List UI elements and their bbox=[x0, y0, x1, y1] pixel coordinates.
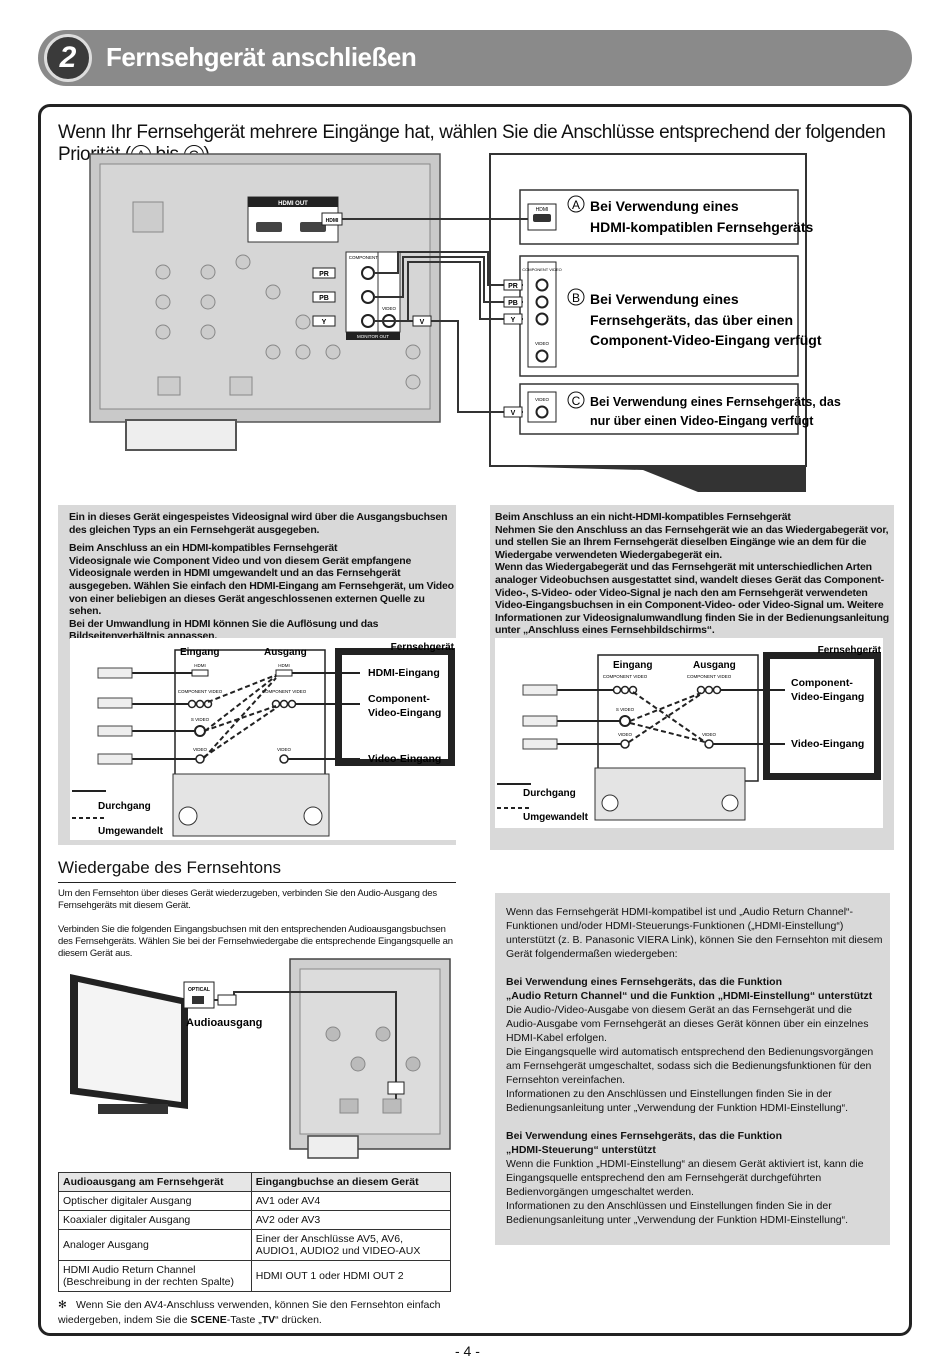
svg-text:S VIDEO: S VIDEO bbox=[191, 717, 210, 722]
tv-back: HDMI COMPONENT VIDEO VIDEO VIDEO A Bei V… bbox=[489, 153, 841, 492]
svg-text:COMPONENT VIDEO: COMPONENT VIDEO bbox=[522, 267, 562, 272]
content-frame bbox=[38, 104, 912, 1336]
hdmi-audio-info-box: Wenn das Fernsehgerät HDMI-kompatibel is… bbox=[495, 893, 890, 1245]
svg-text:Component-: Component- bbox=[791, 677, 853, 689]
svg-text:Audioausgang: Audioausgang bbox=[186, 1017, 262, 1029]
svg-text:C: C bbox=[572, 394, 581, 408]
svg-text:Video-Eingang: Video-Eingang bbox=[791, 691, 864, 703]
svg-text:HDMI-kompatiblen Fernsehgeräts: HDMI-kompatiblen Fernsehgeräts bbox=[590, 219, 813, 235]
svg-text:Ausgang: Ausgang bbox=[264, 647, 307, 658]
section-number-badge: 2 bbox=[44, 34, 92, 82]
page-number: - 4 - bbox=[455, 1343, 480, 1359]
svg-text:Bei Verwendung eines: Bei Verwendung eines bbox=[590, 291, 739, 307]
svg-text:COMPONENT VIDEO: COMPONENT VIDEO bbox=[349, 255, 394, 260]
analog-signal-diagram: Fernsehgerät Eingang Ausgang COMPONENT V… bbox=[495, 638, 883, 828]
svg-text:HDMI: HDMI bbox=[536, 207, 549, 213]
svg-text:A: A bbox=[572, 198, 580, 212]
svg-text:VIDEO: VIDEO bbox=[535, 341, 550, 346]
footnote: ✻Wenn Sie den AV4-Anschluss verwenden, k… bbox=[58, 1299, 441, 1326]
svg-text:COMPONENT VIDEO: COMPONENT VIDEO bbox=[178, 689, 223, 694]
non-hdmi-info-box: Beim Anschluss an ein nicht-HDMI-kompati… bbox=[490, 505, 894, 850]
svg-text:HDMI: HDMI bbox=[326, 218, 339, 224]
box3-paragraph: Informationen zu den Anschlüssen und Ein… bbox=[506, 1200, 849, 1226]
svg-text:Umgewandelt: Umgewandelt bbox=[98, 826, 164, 837]
svg-text:nur über einen Video-Eingang v: nur über einen Video-Eingang verfügt bbox=[590, 414, 814, 428]
svg-text:Fernsehgerät: Fernsehgerät bbox=[818, 645, 882, 656]
svg-text:VIDEO: VIDEO bbox=[702, 732, 717, 737]
box3-paragraph: Die Eingangsquelle wird automatisch ents… bbox=[506, 1046, 874, 1086]
box2-heading: Beim Anschluss an ein nicht-HDMI-kompati… bbox=[495, 511, 791, 523]
svg-text:Eingang: Eingang bbox=[613, 660, 652, 671]
svg-text:PR: PR bbox=[508, 283, 518, 290]
svg-text:HDMI-Eingang: HDMI-Eingang bbox=[368, 667, 440, 679]
box3-heading-1: Bei Verwendung eines Fernsehgeräts, das … bbox=[506, 976, 873, 1002]
svg-text:OPTICAL: OPTICAL bbox=[188, 987, 210, 993]
svg-text:PB: PB bbox=[319, 295, 329, 302]
svg-text:VIDEO: VIDEO bbox=[193, 747, 208, 752]
svg-text:Eingang: Eingang bbox=[180, 647, 219, 658]
section-header: 2 Fernsehgerät anschließen bbox=[38, 30, 912, 86]
svg-text:HDMI OUT: HDMI OUT bbox=[278, 201, 308, 207]
cable-plugs: HDMI PR PB Y V PR PB Y V bbox=[312, 212, 523, 418]
box3-paragraph: Wenn die Funktion „HDMI-Einstellung“ an … bbox=[506, 1158, 864, 1198]
svg-text:B: B bbox=[572, 291, 580, 305]
tv-audio-section-title: Wiedergabe des Fernsehtons bbox=[58, 858, 282, 877]
hdmi-info-box: Ein in dieses Gerät eingespeistes Videos… bbox=[58, 505, 456, 845]
section-divider bbox=[58, 882, 456, 883]
svg-text:COMPONENT VIDEO: COMPONENT VIDEO bbox=[603, 674, 648, 679]
svg-text:Video-Eingang: Video-Eingang bbox=[791, 738, 864, 750]
svg-text:Bei Verwendung eines Fernsehge: Bei Verwendung eines Fernsehgeräts, das bbox=[590, 395, 841, 409]
receiver-back-panel: HDMI OUT COMPONENT VIDEO VIDEO MONITOR O… bbox=[89, 153, 441, 451]
svg-text:MONITOR OUT: MONITOR OUT bbox=[357, 334, 389, 339]
box3-intro: Wenn das Fernsehgerät HDMI-kompatibel is… bbox=[506, 906, 883, 960]
svg-text:Durchgang: Durchgang bbox=[98, 801, 151, 812]
svg-text:Umgewandelt: Umgewandelt bbox=[523, 812, 589, 823]
tv-connection-diagram: HDMI OUT COMPONENT VIDEO VIDEO MONITOR O… bbox=[89, 153, 841, 492]
svg-text:PB: PB bbox=[508, 300, 518, 307]
svg-text:Fernsehgerät: Fernsehgerät bbox=[391, 642, 455, 653]
box1-heading: Beim Anschluss an ein HDMI-kompatibles F… bbox=[69, 542, 338, 555]
svg-text:S VIDEO: S VIDEO bbox=[616, 707, 635, 712]
box3-paragraph: Informationen zu den Anschlüssen und Ein… bbox=[506, 1088, 849, 1114]
svg-text:V: V bbox=[511, 410, 516, 417]
box3-paragraph: Die Audio-/Video-Ausgabe von diesem Gerä… bbox=[506, 1004, 869, 1044]
svg-text:PR: PR bbox=[319, 271, 329, 278]
svg-text:Y: Y bbox=[511, 317, 516, 324]
svg-text:COMPONENT VIDEO: COMPONENT VIDEO bbox=[262, 689, 307, 694]
svg-text:VIDEO: VIDEO bbox=[277, 747, 292, 752]
hdmi-signal-diagram: Fernsehgerät Eingang Ausgang HDMI HDMI C… bbox=[70, 638, 456, 840]
tv-audio-paragraph-2: Verbinden Sie die folgenden Eingangsbuch… bbox=[58, 924, 453, 959]
svg-text:Component-: Component- bbox=[368, 693, 430, 705]
box1-intro: Ein in dieses Gerät eingespeistes Videos… bbox=[69, 511, 448, 536]
svg-text:Ausgang: Ausgang bbox=[693, 660, 736, 671]
table-header: Eingangbuchse an diesem Gerät bbox=[250, 1172, 452, 1192]
svg-text:Video-Eingang: Video-Eingang bbox=[368, 707, 441, 719]
table-header: Audioausgang am Fernsehgerät bbox=[58, 1172, 252, 1192]
svg-text:HDMI: HDMI bbox=[278, 663, 290, 668]
table-row: HDMI Audio Return Channel (Beschreibung … bbox=[58, 1260, 452, 1292]
svg-text:VIDEO: VIDEO bbox=[382, 306, 397, 311]
tv-audio-paragraph-1: Um den Fernsehton über dieses Gerät wied… bbox=[58, 888, 437, 911]
svg-text:Video-Eingang: Video-Eingang bbox=[368, 753, 441, 765]
svg-text:VIDEO: VIDEO bbox=[618, 732, 633, 737]
optical-connection-diagram: OPTICAL Audioausgang bbox=[70, 958, 451, 1159]
svg-text:COMPONENT VIDEO: COMPONENT VIDEO bbox=[687, 674, 732, 679]
box3-heading-2: Bei Verwendung eines Fernsehgeräts, das … bbox=[506, 1130, 782, 1156]
svg-text:Bei Verwendung eines: Bei Verwendung eines bbox=[590, 198, 739, 214]
svg-text:HDMI: HDMI bbox=[194, 663, 206, 668]
svg-text:Durchgang: Durchgang bbox=[523, 788, 576, 799]
svg-text:Component-Video-Eingang verfüg: Component-Video-Eingang verfügt bbox=[590, 332, 822, 348]
svg-text:VIDEO: VIDEO bbox=[535, 397, 550, 402]
box2-paragraph-2: Wenn das Wiedergabegerät und das Fernseh… bbox=[495, 561, 889, 637]
svg-text:Fernsehgeräts, das über einen: Fernsehgeräts, das über einen bbox=[590, 312, 793, 328]
section-title: Fernsehgerät anschließen bbox=[106, 42, 417, 72]
svg-text:Y: Y bbox=[322, 319, 327, 326]
box2-paragraph: Nehmen Sie den Anschluss an das Fernsehg… bbox=[495, 523, 889, 561]
svg-text:V: V bbox=[420, 319, 425, 326]
box1-paragraph: Videosignale wie Component Video und von… bbox=[69, 554, 454, 618]
